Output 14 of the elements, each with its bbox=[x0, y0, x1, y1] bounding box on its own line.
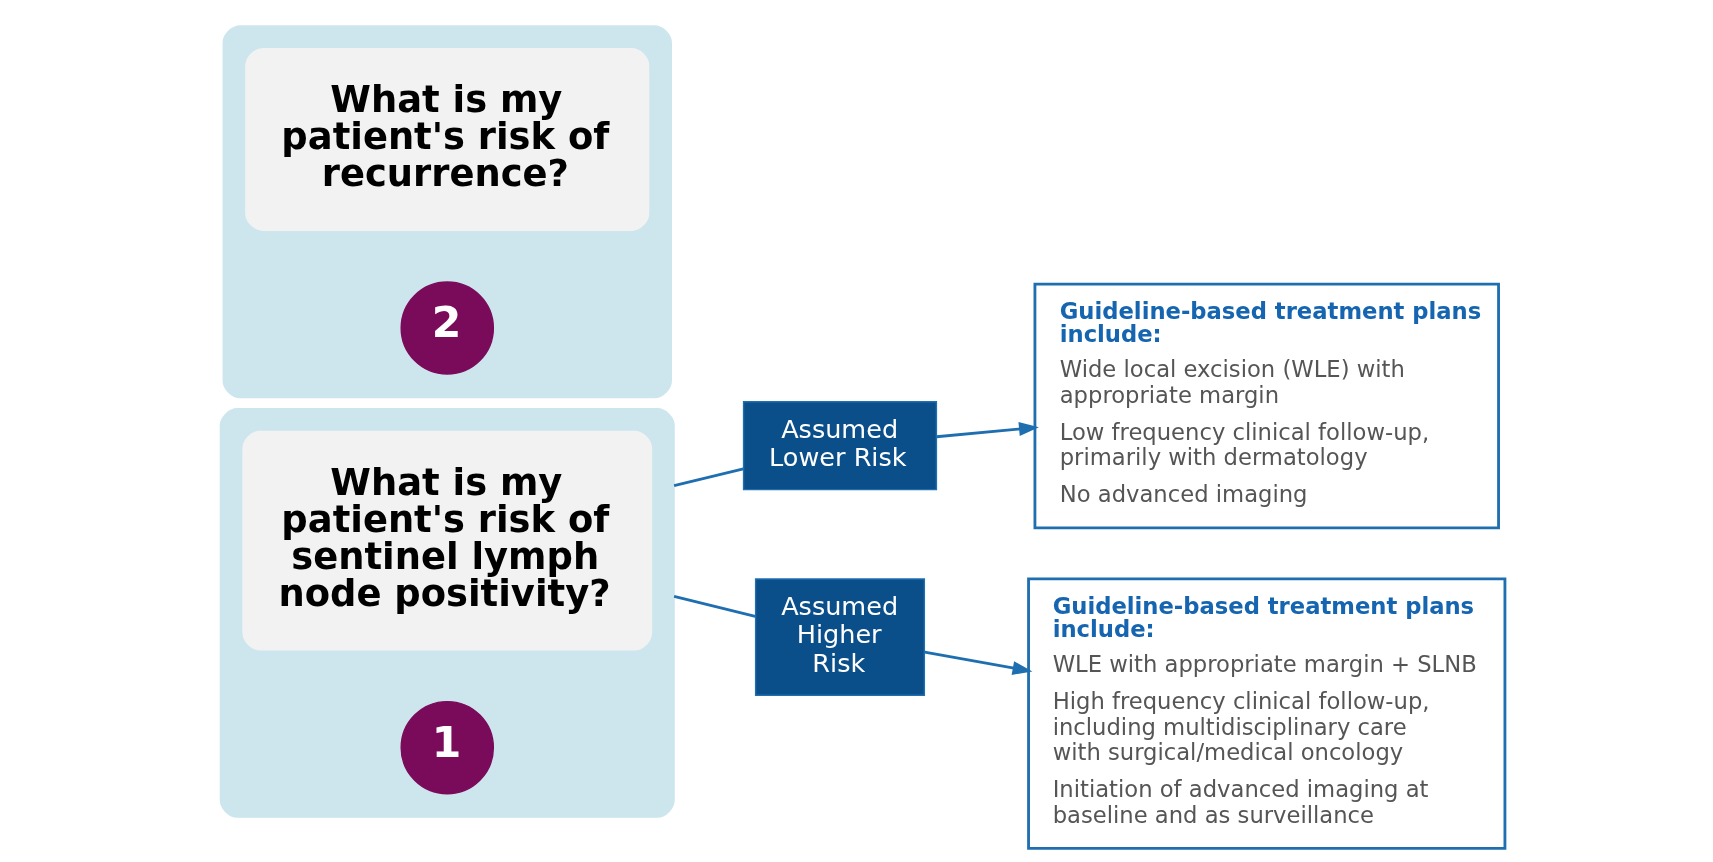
cluster bbox=[219, 407, 675, 818]
node-box: Assumed Higher Risk bbox=[754, 577, 925, 696]
node-box: Assumed Lower Risk bbox=[742, 400, 937, 490]
connector bbox=[673, 594, 756, 618]
node-box: What is my patient's risk of sentinel lymph node positivity? bbox=[241, 430, 652, 651]
cluster bbox=[222, 24, 672, 398]
node-box: Guideline-based treatment plans include: Wide local excision (WLE) with appropriate margin Low frequency clinical follow-up, primarily with dermatology No advanced imaging bbox=[1033, 282, 1500, 529]
node-box: Guideline-based treatment plans include: WLE with appropriate margin + SLNB High frequency clinical follow-up, including multidisciplinary care with surgical/medical oncology Initiation of advanced imaging at baseline and as surveillance bbox=[1026, 577, 1506, 850]
arrow bbox=[935, 421, 1039, 438]
arrow bbox=[923, 650, 1032, 675]
node-circle: 2 bbox=[399, 280, 494, 375]
connector bbox=[673, 467, 744, 487]
node-box: What is my patient's risk of recurrence? bbox=[244, 47, 649, 231]
node-circle: 1 bbox=[399, 700, 494, 794]
